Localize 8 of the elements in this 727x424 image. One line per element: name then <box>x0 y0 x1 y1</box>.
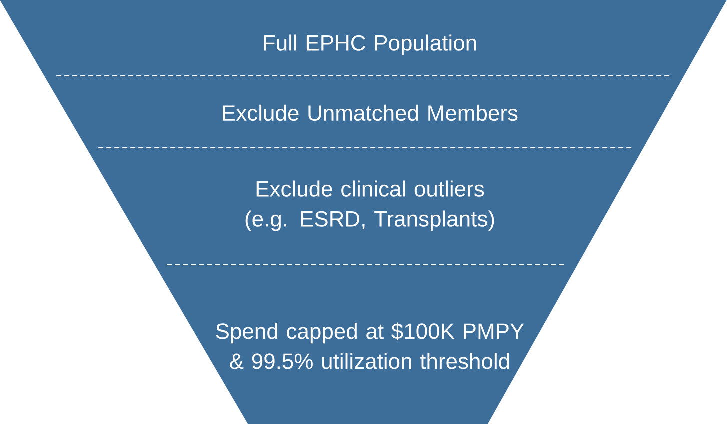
funnel-band: Exclude Unmatched Members <box>44 76 684 148</box>
funnel-band: Exclude clinical outliers (e.g. ESRD, Transplants) <box>86 148 644 265</box>
node-label: Spend capped at $100K PMPY & 99.5% utilization threshold <box>216 322 524 370</box>
funnel-band: Spend capped at $100K PMPY & 99.5% utilization threshold <box>155 265 578 424</box>
node-label: Exclude Unmatched Members <box>223 104 518 122</box>
node-label: Full EPHC Population <box>264 34 476 56</box>
node-label: Exclude clinical outliers (e.g. ESRD, Transplants) <box>246 180 494 232</box>
funnel-band: Full EPHC Population <box>0 0 727 76</box>
